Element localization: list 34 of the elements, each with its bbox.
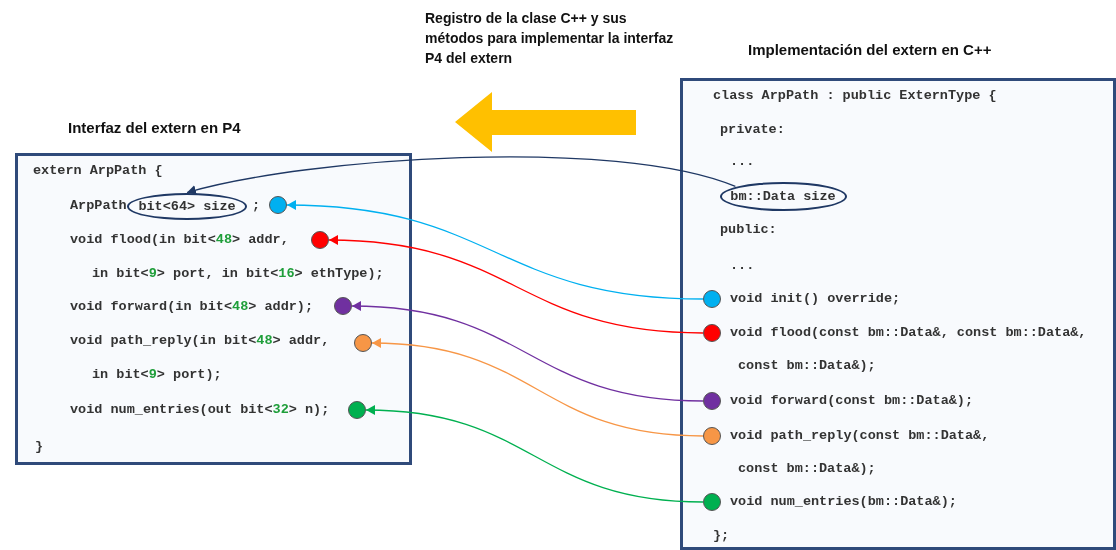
code-line: }; bbox=[713, 528, 730, 544]
connector-arrow bbox=[365, 405, 704, 503]
code-line: extern ArpPath { bbox=[33, 163, 163, 179]
code-line: void num_entries(out bit<32> n); bbox=[70, 402, 330, 418]
code-line: ; bbox=[252, 198, 261, 214]
code-line: void flood(const bm::Data&, const bm::Data&, bbox=[730, 325, 1087, 341]
highlight-ellipse: bm::Data size bbox=[719, 181, 847, 211]
connector-arrow bbox=[371, 338, 704, 437]
panel-heading: Implementación del extern en C++ bbox=[748, 41, 992, 58]
code-line: in bit<9> port); bbox=[92, 367, 222, 383]
code-line: in bit<9> port, in bit<16> ethType); bbox=[92, 266, 384, 282]
panel-heading: Interfaz del extern en P4 bbox=[68, 119, 241, 136]
caption-text: Registro de la clase C++ y sus métodos para implementar la interfaz P4 del extern bbox=[425, 9, 675, 68]
code-line: void forward(in bit<48> addr); bbox=[70, 299, 314, 315]
code-line: void num_entries(bm::Data&); bbox=[730, 494, 957, 510]
code-line: void flood(in bit<48> addr, bbox=[70, 232, 289, 248]
code-line: const bm::Data&); bbox=[738, 461, 876, 477]
code-line: public: bbox=[720, 222, 777, 238]
code-line: void path_reply(const bm::Data&, bbox=[730, 428, 990, 444]
code-line: void path_reply(in bit<48> addr, bbox=[70, 333, 330, 349]
connector-arrow bbox=[328, 235, 704, 334]
connector-arrow bbox=[286, 200, 704, 300]
code-line: } bbox=[35, 439, 44, 455]
code-line: ... bbox=[730, 258, 755, 274]
code-line: private: bbox=[720, 122, 785, 138]
connector-arrow bbox=[186, 156, 737, 196]
code-line: void init() override; bbox=[730, 291, 901, 307]
code-line: ... bbox=[730, 154, 755, 170]
connector-arrow bbox=[351, 301, 704, 402]
code-line: void forward(const bm::Data&); bbox=[730, 393, 974, 409]
code-line: const bm::Data&); bbox=[738, 358, 876, 374]
highlight-ellipse: bit<64> size bbox=[127, 192, 247, 220]
code-line: class ArpPath : public ExternType { bbox=[713, 88, 997, 104]
code-line: ArpPath bbox=[70, 198, 127, 214]
